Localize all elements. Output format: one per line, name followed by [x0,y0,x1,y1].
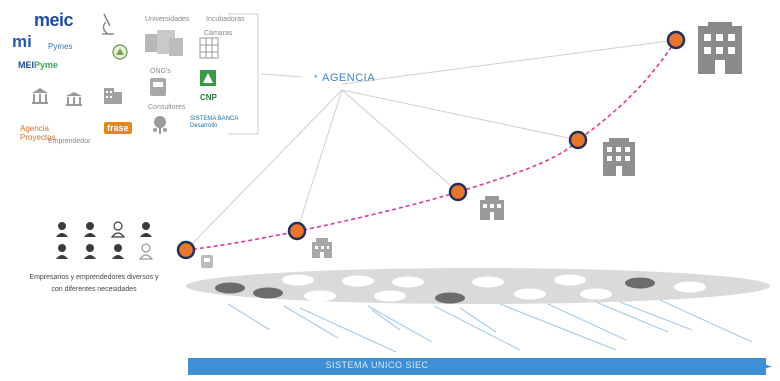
agencia-arrow: * [314,73,319,83]
platform-slot [514,288,546,300]
emblem-icon [112,44,128,60]
platform-slot [554,274,586,286]
network-node [287,221,307,241]
platform-slot [472,276,504,288]
network-node [448,182,468,202]
platform-slot [580,288,612,300]
agencia-logo-line2: Proyectos [20,133,56,142]
sbd-logo-line1: SISTEMA BANCA [190,116,239,122]
cnp-emblem-icon [200,70,216,86]
connector-line [341,89,459,193]
label-consultores: Consultores [148,104,186,111]
mipymes-logo: mi [12,32,32,51]
category-bracket [228,13,259,135]
mei-logo-suffix: Pyme [34,60,59,70]
microscope-icon [102,13,114,35]
connector-line [296,89,343,232]
platform-tick [299,307,397,353]
person-icon [112,244,124,259]
cnp-logo: CNP [200,93,217,102]
entrepreneurs-grid [56,221,154,260]
platform-tick [659,299,753,343]
label-universidades: Universidades [145,16,190,23]
platform-tick [227,303,271,331]
platform-tick [283,305,339,339]
building-icon [199,37,219,59]
platform-tick [547,303,627,341]
person-icon [84,244,96,259]
entrepreneurs-label-line1: Empresarios y emprendedores diversos y [29,274,159,281]
platform-slot [282,274,314,286]
building-icon [480,196,504,220]
person-icon [110,221,126,238]
platform-tick [367,305,433,343]
bank-icon [66,92,82,106]
connector-line [185,89,343,251]
platform-slots [282,274,706,302]
platform-tick [371,309,401,331]
frase-logo: frase [104,122,132,134]
person-icon [84,222,96,237]
meic-logo: meic [34,10,74,30]
mipymes-logo-suffix: Pymes [48,42,73,51]
agencia-logo-sub: Emprendedor [48,138,91,145]
building-icon [201,255,213,268]
building-icon [150,78,166,96]
agencia-hub: *AGENCIA [314,72,375,84]
mei-logo-prefix: MEI [18,60,35,70]
agencia-logo-line1: Agencia [20,124,49,133]
person-icon [138,243,154,260]
person-icon [140,222,152,237]
platform-slot [304,290,336,302]
platform-tick [619,301,693,331]
connector-line [261,73,303,78]
building-icon [312,238,332,258]
tree-icon [153,116,167,134]
bank-icon [32,88,48,104]
platform-slot [342,275,374,287]
building-icon [104,88,122,104]
label-incubadoras: Incubadoras [206,16,245,23]
platform-tick [433,305,521,351]
platform-slot-active [435,292,465,304]
person-icon [56,244,68,259]
network-node [176,240,196,260]
platform-slot-active [215,282,245,294]
platform-slot-active [625,277,655,289]
arrow-head-icon [742,358,772,375]
person-icon [56,222,68,237]
platform-slot [374,290,406,302]
network-node [666,30,686,50]
platform-tick [499,303,617,351]
building-icon [698,22,742,74]
platform-ticks [227,299,753,353]
platform-slot [674,281,706,293]
platform-bar [188,358,766,375]
label-ong: ONG's [150,68,171,75]
platform-label: SISTEMA UNICO SIEC [325,360,429,370]
platform-slot [392,276,424,288]
university-icon [145,30,183,56]
mei-logo: MEIPyme [18,60,58,70]
platform-slot-active [253,287,283,299]
entrepreneurs-label-line2: con diferentes necesidades [51,286,137,293]
platform-tick [595,301,669,333]
connector-line [341,39,677,85]
building-icon [603,138,635,176]
growth-path [185,39,677,251]
entrepreneurs-label: Empresarios y emprendedores diversos y c… [10,272,178,296]
network-node [568,130,588,150]
agencia-label: AGENCIA [322,72,376,84]
connector-line [341,89,579,141]
label-camaras: Cámaras [204,30,233,37]
sbd-logo-line2: Desarrollo [190,123,218,129]
platform-tick [459,307,497,333]
